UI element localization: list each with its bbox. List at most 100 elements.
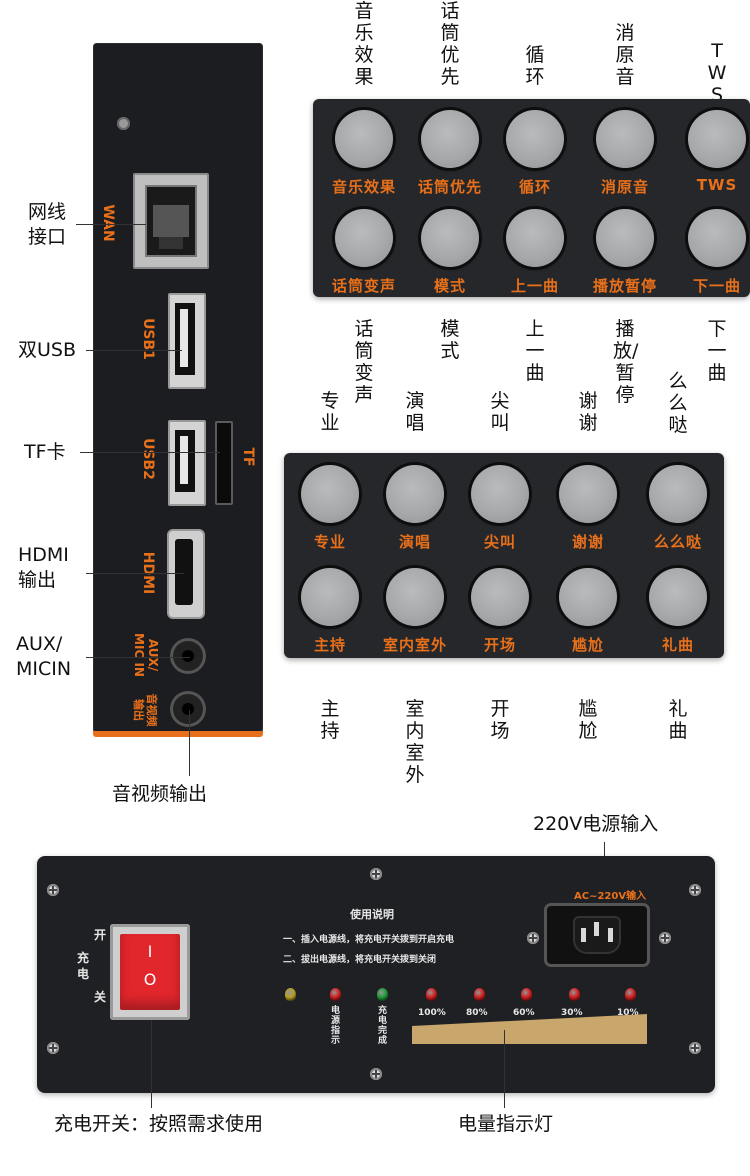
led-label: 60%	[513, 1008, 535, 1018]
mid-knob-label: 么么哒	[653, 533, 702, 551]
top-caption-below: 模式	[440, 318, 460, 362]
top-knob-row1[interactable]	[421, 110, 479, 168]
mid-caption-above: 专业	[320, 390, 340, 434]
top-knob-row2[interactable]	[506, 209, 564, 267]
tf-leader-line	[80, 452, 220, 453]
top-knob-label: 消原音	[600, 178, 649, 196]
ac-power-socket[interactable]	[547, 906, 647, 964]
top-knob-row2[interactable]	[596, 209, 654, 267]
switch-off-label: 关	[94, 990, 107, 1004]
mid-caption-below: 室内室外	[405, 698, 425, 786]
switch-callout: 充电开关：按照需求使用	[54, 1113, 264, 1135]
indicator-led	[625, 988, 636, 1001]
led-label: 30%	[561, 1008, 583, 1018]
mid-caption-above: 么么哒	[668, 370, 688, 436]
mid-knob-row1[interactable]	[649, 465, 707, 523]
top-knob-row2[interactable]	[335, 209, 393, 267]
mid-knob-label: 开场	[483, 636, 516, 654]
mid-caption-above: 演唱	[405, 390, 425, 434]
av-out-label: 音视频 输出	[132, 693, 158, 727]
top-knob-row1[interactable]	[596, 110, 654, 168]
tf-callout: TF卡	[24, 441, 66, 463]
side-io-panel: WAN USB1 USB2 TF HDMI AUX/ MIC IN 音视频 输出	[93, 43, 263, 737]
av-out-jack[interactable]	[173, 694, 203, 724]
mid-knob-row2[interactable]	[301, 568, 359, 626]
usb-callout: 双USB	[18, 339, 77, 361]
switch-leader-line	[151, 1020, 152, 1108]
top-knob-row2[interactable]	[421, 209, 479, 267]
mid-knob-row2[interactable]	[386, 568, 444, 626]
led-label: 充电完成	[378, 1006, 388, 1046]
switch-side-label: 充 电	[77, 951, 90, 981]
top-caption-above: 音乐效果	[354, 0, 374, 88]
usb1-label: USB1	[140, 318, 156, 360]
screw-bottom-center	[370, 1068, 382, 1080]
mid-caption-below: 开场	[490, 698, 510, 742]
mid-knob-row2[interactable]	[471, 568, 529, 626]
mid-knob-row1[interactable]	[301, 465, 359, 523]
screw-top-center	[370, 868, 382, 880]
wan-callout: 网线 接口	[28, 201, 67, 248]
top-knob-label: 模式	[433, 277, 466, 295]
top-knob-row1[interactable]	[506, 110, 564, 168]
mid-caption-below: 主持	[320, 698, 340, 742]
top-knob-label: 话筒变声	[331, 277, 396, 295]
instructions-title: 使用说明	[350, 908, 394, 921]
top-caption-below: 下一曲	[707, 318, 727, 384]
mid-knob-row2[interactable]	[649, 568, 707, 626]
mid-caption-above: 尖叫	[490, 390, 510, 434]
panel-screw	[117, 117, 130, 130]
top-caption-below: 话筒变声	[354, 318, 374, 406]
wan-port[interactable]	[133, 173, 209, 269]
switch-on-label: 开	[94, 928, 107, 942]
mid-knob-row1[interactable]	[386, 465, 444, 523]
mid-knob-row1[interactable]	[471, 465, 529, 523]
top-caption-above: TWS	[707, 40, 727, 106]
aux-jack[interactable]	[173, 641, 203, 671]
tf-label: TF	[240, 447, 256, 467]
charge-switch[interactable]: I O	[110, 924, 190, 1020]
usb1-port[interactable]	[168, 293, 206, 389]
usb-leader-line	[86, 350, 182, 351]
top-knob-label: 上一曲	[510, 277, 559, 295]
indicator-led	[377, 988, 388, 1001]
usb2-label: USB2	[140, 438, 156, 480]
top-caption-below: 上一曲	[525, 318, 545, 384]
mid-knob-label: 主持	[313, 636, 346, 654]
top-knob-label: TWS	[696, 176, 738, 194]
aux-callout: AUX/ MICIN	[16, 633, 72, 680]
mid-knob-row2[interactable]	[559, 568, 617, 626]
screw-bottom-right	[689, 1042, 701, 1054]
power-socket-label: AC~220V输入	[574, 891, 647, 902]
av-out-callout: 音视频输出	[112, 783, 208, 805]
mid-knob-row1[interactable]	[559, 465, 617, 523]
wan-leader-line	[76, 224, 146, 225]
mid-knob-label: 专业	[313, 533, 346, 551]
indicator-led	[474, 988, 485, 1001]
screw-top-left	[47, 884, 59, 896]
mid-knob-label: 室内室外	[382, 636, 447, 654]
mid-caption-above: 谢谢	[578, 390, 598, 434]
socket-screw-right	[659, 932, 671, 944]
panel-accent-strip	[93, 731, 263, 737]
power-input-callout: 220V电源输入	[533, 813, 659, 835]
mid-caption-below: 礼曲	[668, 698, 688, 742]
tf-slot[interactable]	[215, 421, 233, 505]
top-knob-row2[interactable]	[688, 209, 746, 267]
top-knob-label: 音乐效果	[331, 178, 396, 196]
hdmi-leader-line	[86, 573, 184, 574]
screw-bottom-left	[47, 1042, 59, 1054]
mid-knob-label: 尖叫	[483, 533, 516, 551]
indicator-led	[569, 988, 580, 1001]
mid-knob-label: 尴尬	[571, 636, 604, 654]
usb2-port[interactable]	[168, 420, 206, 506]
led-label: 80%	[466, 1008, 488, 1018]
switch-on-mark: I	[147, 942, 153, 961]
top-knob-row1[interactable]	[335, 110, 393, 168]
av-out-leader-line	[189, 710, 190, 776]
battery-leader-line	[504, 1030, 505, 1108]
top-caption-above: 循环	[525, 44, 545, 88]
top-knob-row1[interactable]	[688, 110, 746, 168]
hdmi-port[interactable]	[167, 529, 205, 619]
aux-leader-line	[86, 657, 190, 658]
